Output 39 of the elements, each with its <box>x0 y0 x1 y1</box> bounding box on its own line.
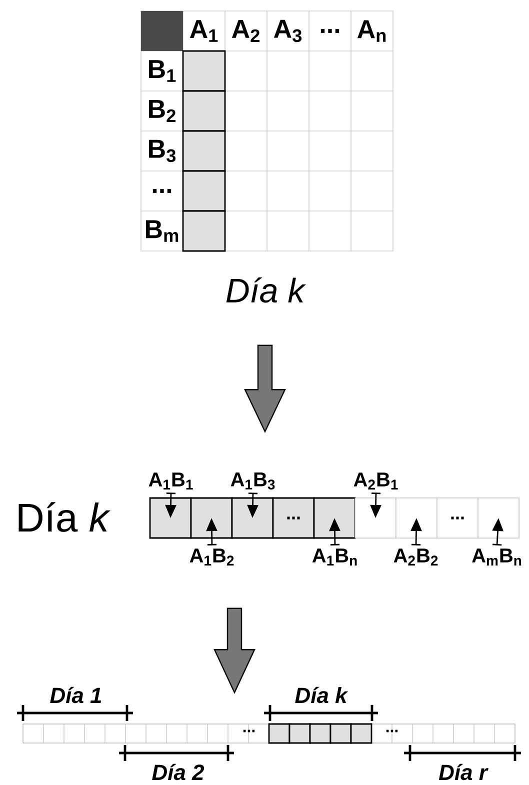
ellipsis-cell: ... <box>272 497 315 539</box>
bracket-label: Día r <box>438 764 488 780</box>
cell <box>478 498 520 538</box>
cell <box>396 498 438 538</box>
header-cell: B$_{3}$ <box>149 140 176 162</box>
timeline-strip <box>22 723 516 744</box>
header-cell: B$_{2}$ <box>149 100 176 122</box>
ellipsis: ... <box>386 730 398 732</box>
block-arrow <box>214 608 256 694</box>
bracket-label: Día 2 <box>152 764 204 780</box>
header-cell: B$_{m}$ <box>146 220 178 242</box>
block-arrow <box>244 344 286 433</box>
cell <box>354 498 396 538</box>
ellipsis: ... <box>243 730 255 732</box>
table-grid <box>140 10 394 252</box>
day-title: Día k <box>18 502 110 532</box>
cell-label: A$_{2}$B$_{1}$ <box>354 472 398 490</box>
header-cell: A$_{2}$ <box>232 20 260 42</box>
header-cell: A$_{3}$ <box>274 20 302 42</box>
cell-label: A$_{1}$B$_{1}$ <box>148 472 193 490</box>
ellipsis-cell: ... <box>436 498 478 538</box>
header-cell: ... <box>320 29 340 33</box>
header-cell: ... <box>152 189 172 193</box>
day-title: Día k <box>226 277 306 303</box>
cell <box>190 497 233 539</box>
header-cell: A$_{n}$ <box>357 20 386 42</box>
cell-label: A$_{1}$B$_{n}$ <box>312 548 357 566</box>
cell-strip <box>149 497 520 539</box>
cell-label: A$_{1}$B$_{2}$ <box>190 548 234 566</box>
cell-label: A$_{m}$B$_{n}$ <box>472 548 522 566</box>
cell <box>149 497 192 539</box>
header-cell: B$_{1}$ <box>149 60 176 82</box>
bracket-label: Día 1 <box>50 686 102 704</box>
cell <box>313 497 356 539</box>
cell <box>231 497 274 539</box>
bracket-label: Día k <box>295 686 348 704</box>
cell-label: A$_{1}$B$_{3}$ <box>230 472 275 490</box>
header-cell: A$_{1}$ <box>190 20 218 42</box>
cell-label: A$_{2}$B$_{2}$ <box>394 548 438 566</box>
